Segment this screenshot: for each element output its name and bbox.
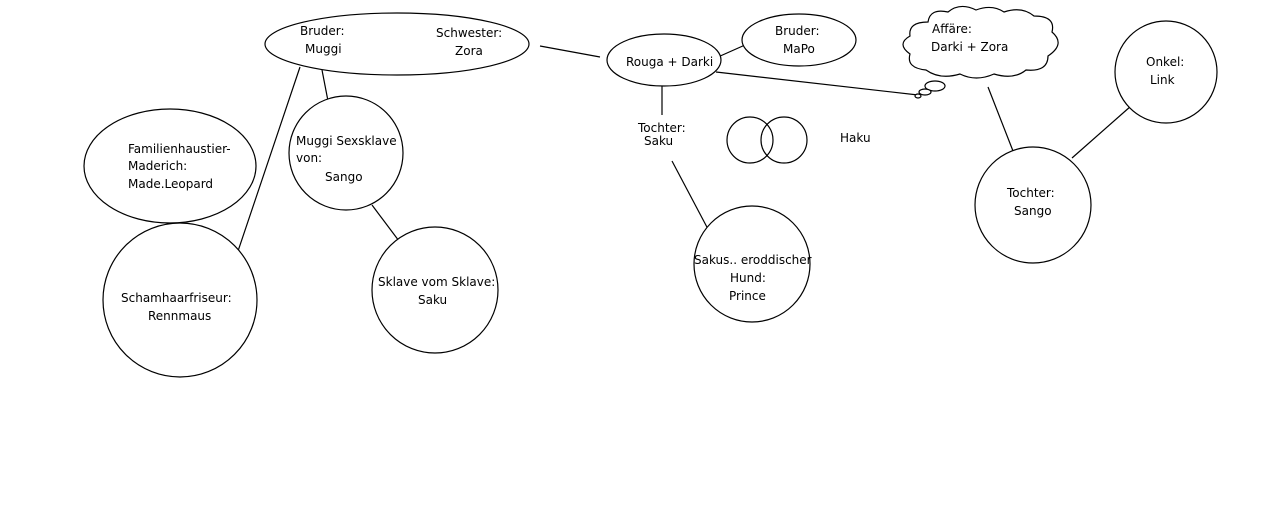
node-couple-shape xyxy=(606,33,722,87)
node-sexsklave-label-1: Muggi Sexsklave xyxy=(296,134,397,148)
node-sexsklave-shape xyxy=(288,95,404,211)
node-siblings-label-1: Bruder: xyxy=(300,24,345,38)
node-familienhaustier-shape xyxy=(83,108,257,224)
node-onkel-label-1: Onkel: xyxy=(1146,55,1184,69)
haku-venn-circle-left xyxy=(726,116,774,164)
node-sklave-vom-sklave: Sklave vom Sklave: Saku xyxy=(371,226,499,354)
edge-siblings-schamhaar xyxy=(234,66,301,261)
node-onkel-label-2: Link xyxy=(1150,73,1175,87)
node-sklave-vom-sklave-shape xyxy=(371,226,499,354)
node-sexsklave-label-3: Sango xyxy=(325,170,363,184)
node-sakus-hund-label-2: Hund: xyxy=(730,271,766,285)
node-affaere-label-2: Darki + Zora xyxy=(931,40,1008,54)
node-bruder-mapo-label-1: Bruder: xyxy=(775,24,820,38)
node-familienhaustier-label-3: Made.Leopard xyxy=(128,177,213,191)
thought-bubble-2 xyxy=(918,88,932,96)
thought-bubble-1 xyxy=(924,80,946,92)
node-affaere-label-1: Affäre: xyxy=(932,22,972,36)
edge-couple-affaere xyxy=(715,71,919,96)
node-haku-label: Haku xyxy=(840,131,871,145)
thought-cloud-icon xyxy=(902,5,1059,79)
node-sakus-hund-label-3: Prince xyxy=(729,289,766,303)
node-tochter-sango-label-2: Sango xyxy=(1014,204,1052,218)
node-schamhaar: Schamhaarfriseur: Rennmaus xyxy=(102,222,258,378)
node-familienhaustier: Familienhaustier- Maderich: Made.Leopard xyxy=(83,108,257,224)
edge-sexsklave-sklave-vom-sklave xyxy=(371,204,400,242)
node-tochter-saku: Tochter: Saku xyxy=(637,121,686,148)
edge-siblings-sexsklave xyxy=(321,69,329,102)
edge-tochter-sango-onkel xyxy=(1071,105,1132,159)
node-onkel: Onkel: Link xyxy=(1114,20,1218,124)
node-siblings-label-2: Muggi xyxy=(305,42,342,56)
node-schamhaar-shape xyxy=(102,222,258,378)
haku-venn-circle-right xyxy=(760,116,808,164)
node-affaere: Affäre: Darki + Zora xyxy=(902,5,1059,99)
node-tochter-sango-label-1: Tochter: xyxy=(1006,186,1055,200)
node-tochter-saku-label-2: Saku xyxy=(644,134,673,148)
node-familienhaustier-label-1: Familienhaustier- xyxy=(128,142,231,156)
node-tochter-saku-label-1: Tochter: xyxy=(637,121,686,135)
node-tochter-sango-shape xyxy=(974,146,1092,264)
node-bruder-mapo: Bruder: MaPo xyxy=(741,13,857,67)
node-haku: Haku xyxy=(726,116,871,164)
thought-bubble-3 xyxy=(914,93,922,99)
node-siblings-label-4: Zora xyxy=(455,44,483,58)
edges xyxy=(234,44,1132,261)
node-schamhaar-label-2: Rennmaus xyxy=(148,309,211,323)
node-sakus-hund-label-1: Sakus.. eroddischer xyxy=(694,253,812,267)
node-siblings-shape xyxy=(264,12,530,76)
edge-tochter-saku-sakus-hund xyxy=(671,160,710,232)
edge-affaere-tochter-sango xyxy=(987,86,1014,152)
node-bruder-mapo-label-2: MaPo xyxy=(783,42,815,56)
node-tochter-sango: Tochter: Sango xyxy=(974,146,1092,264)
node-sklave-vom-sklave-label-2: Saku xyxy=(418,293,447,307)
node-couple: Rouga + Darki xyxy=(606,33,722,87)
node-siblings: Bruder: Muggi Schwester: Zora xyxy=(264,12,530,76)
node-bruder-mapo-shape xyxy=(741,13,857,67)
edge-couple-bruder-mapo xyxy=(717,44,746,58)
node-couple-label: Rouga + Darki xyxy=(626,55,713,69)
node-sklave-vom-sklave-label-1: Sklave vom Sklave: xyxy=(378,275,495,289)
node-sakus-hund-shape xyxy=(693,205,811,323)
node-sexsklave: Muggi Sexsklave von: Sango xyxy=(288,95,404,211)
node-sakus-hund: Sakus.. eroddischer Hund: Prince xyxy=(693,205,812,323)
node-sexsklave-label-2: von: xyxy=(296,151,322,165)
node-siblings-label-3: Schwester: xyxy=(436,26,502,40)
node-familienhaustier-label-2: Maderich: xyxy=(128,159,187,173)
edge-siblings-couple xyxy=(539,45,601,58)
node-schamhaar-label-1: Schamhaarfriseur: xyxy=(121,291,232,305)
node-onkel-shape xyxy=(1114,20,1218,124)
